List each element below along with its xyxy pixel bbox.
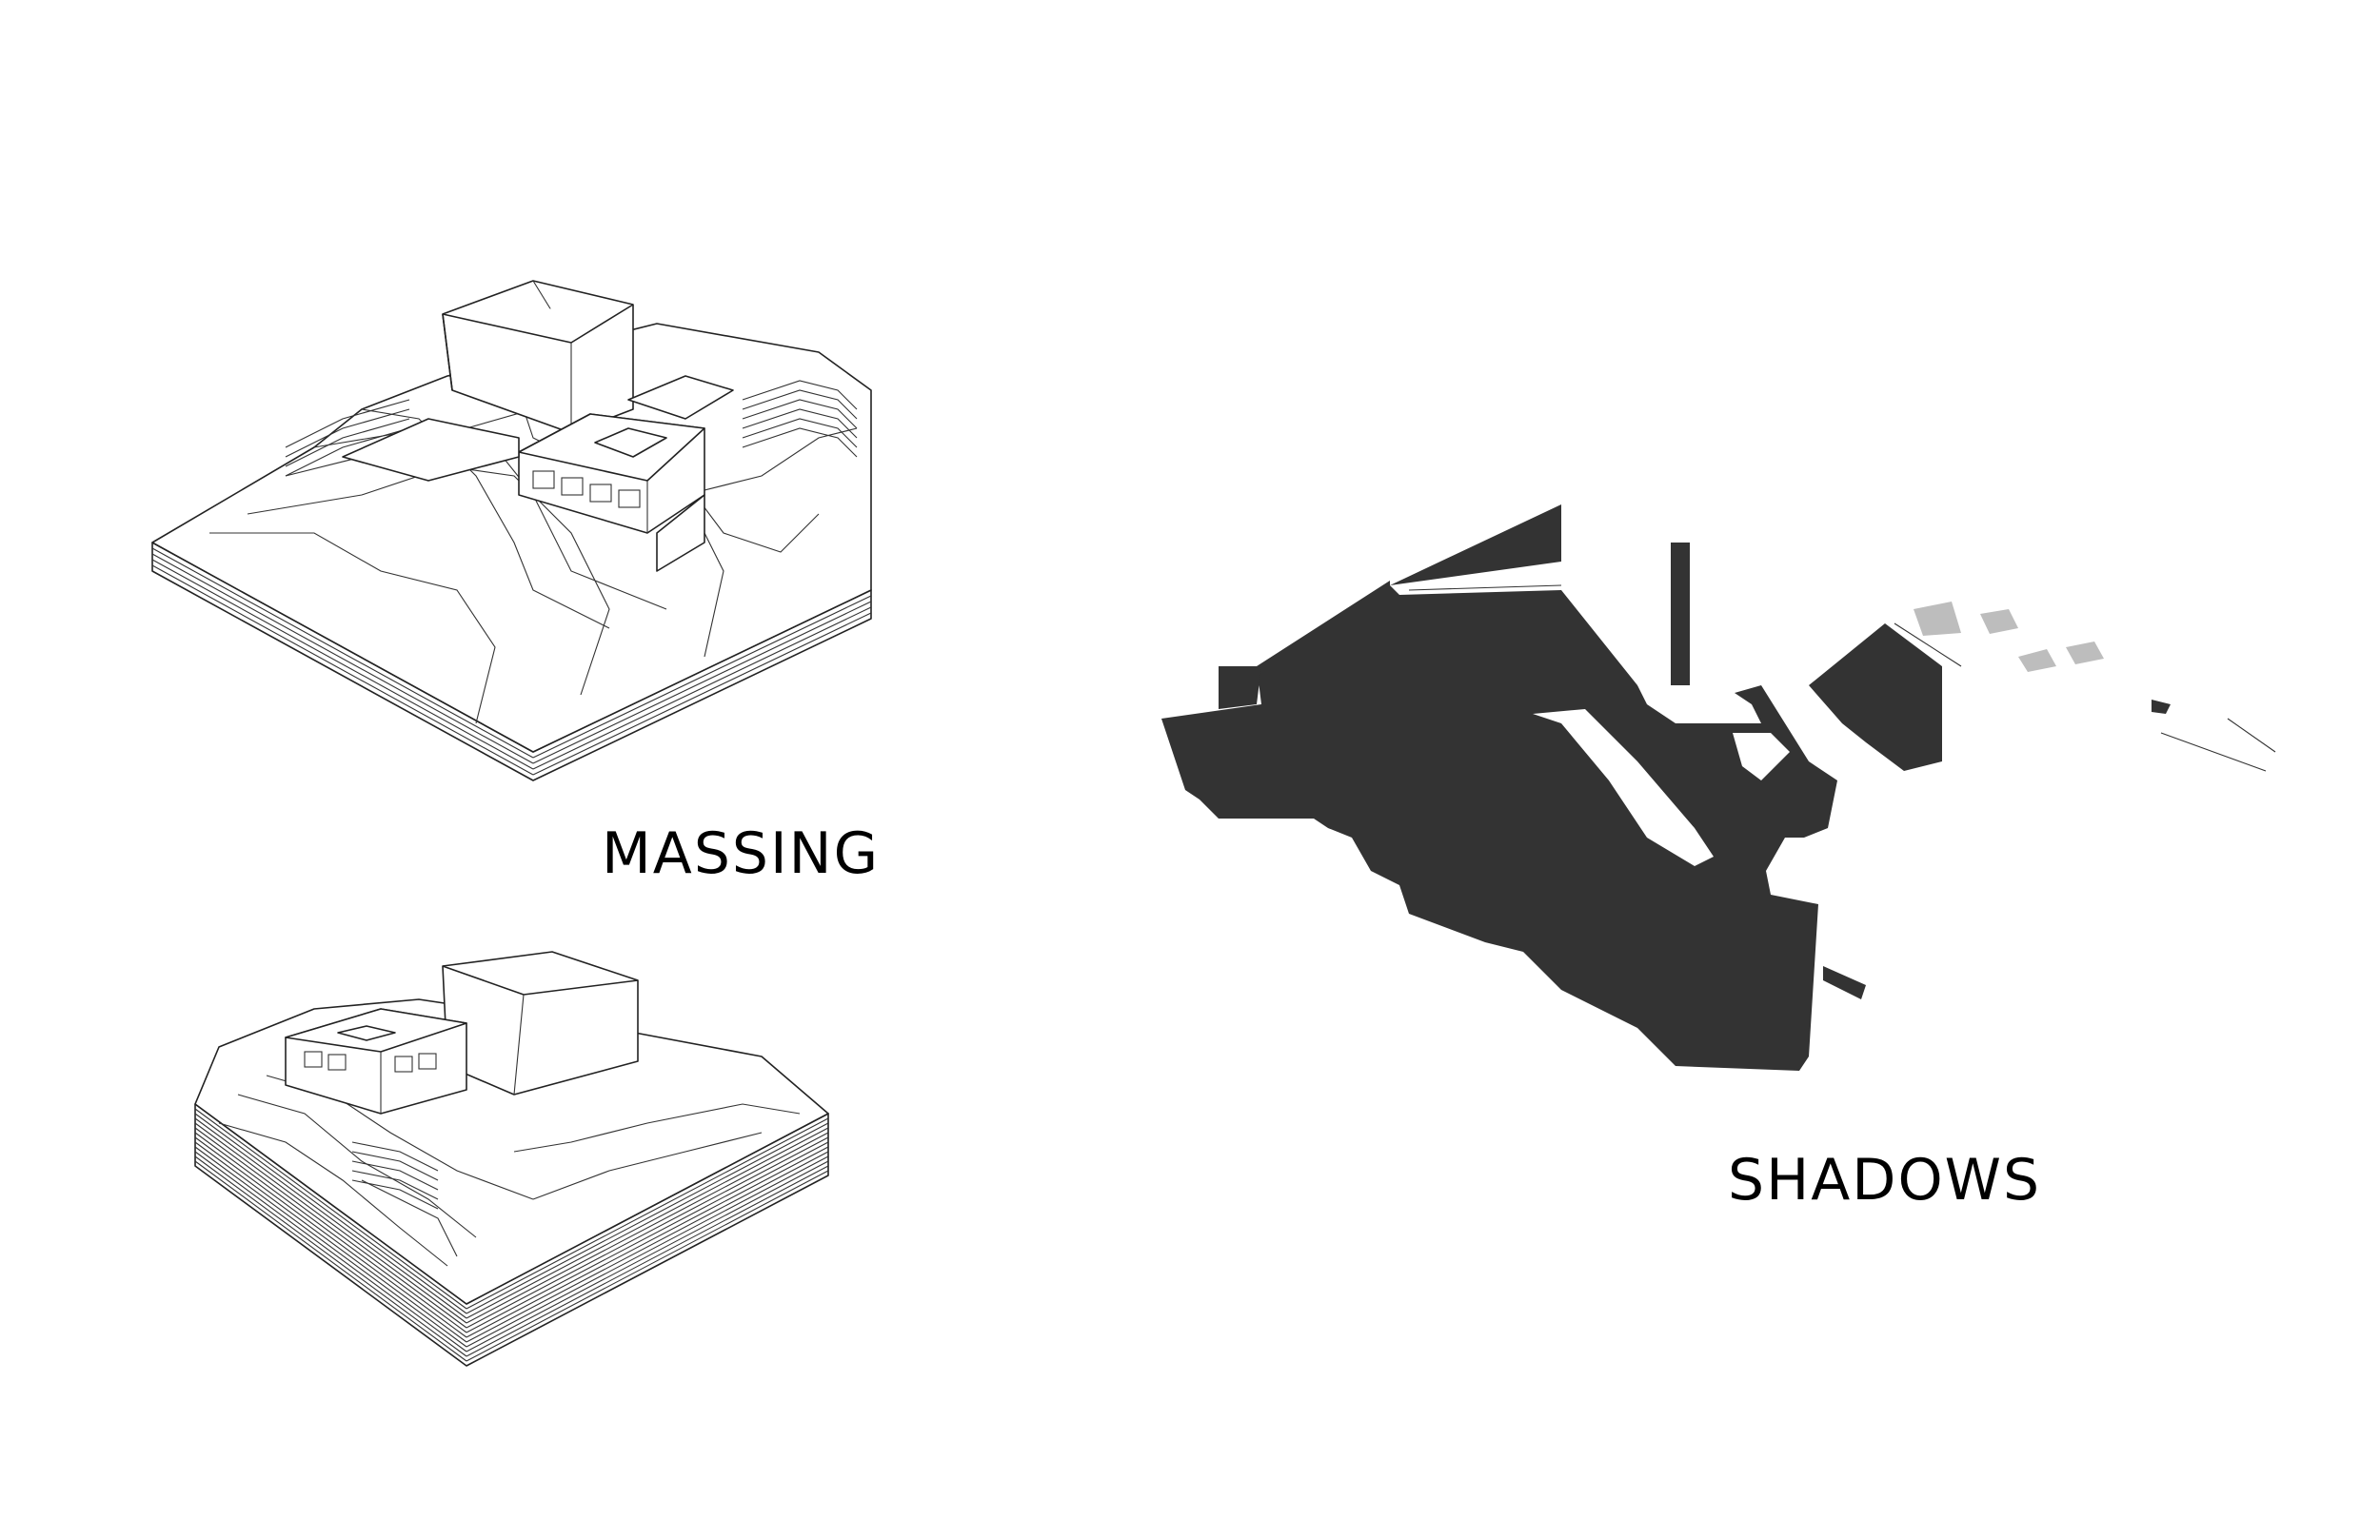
base-layer-line: [194, 1146, 467, 1348]
base-layer-line: [466, 1155, 829, 1348]
courtyard-block-top: [518, 413, 705, 572]
base-layer-line: [194, 1108, 467, 1310]
base-layer-line: [194, 1117, 467, 1319]
shadow-mass: [1161, 504, 2171, 1071]
tower-block-top: [442, 280, 634, 434]
base-layer-line: [194, 1155, 467, 1357]
base-layer-line: [466, 1127, 829, 1319]
base-layer-line: [194, 1122, 467, 1324]
base-layer-line: [194, 1127, 467, 1329]
shadows-label: SHADOWS: [1728, 1147, 2042, 1214]
shadow-gaps: [1390, 562, 1790, 866]
base-layer-line: [466, 1151, 829, 1343]
base-layer-line: [466, 1146, 829, 1338]
base-layer-line: [194, 1132, 467, 1333]
base-layer-line: [466, 1170, 829, 1362]
base-layer-line: [466, 1132, 829, 1324]
massing-label: MASSING: [602, 820, 881, 887]
tower-block-bottom: [442, 951, 639, 1096]
base-layer-line: [194, 1141, 467, 1343]
courtyard-block-bottom: [285, 1008, 467, 1115]
base-layer-line: [466, 1117, 829, 1310]
base-layer-line: [466, 1160, 829, 1352]
wing-slab-top: [342, 375, 734, 482]
base-layer-line: [466, 1141, 829, 1333]
base-layer-line: [466, 1122, 829, 1314]
base-layer-line: [194, 1136, 467, 1338]
building-volume-shadows: [1408, 547, 2276, 772]
base-layer-line: [194, 1113, 467, 1314]
base-layer-line: [466, 1165, 829, 1357]
base-layer-line: [466, 1136, 829, 1329]
base-layer-line: [194, 1151, 467, 1352]
base-layer-line: [194, 1160, 467, 1362]
